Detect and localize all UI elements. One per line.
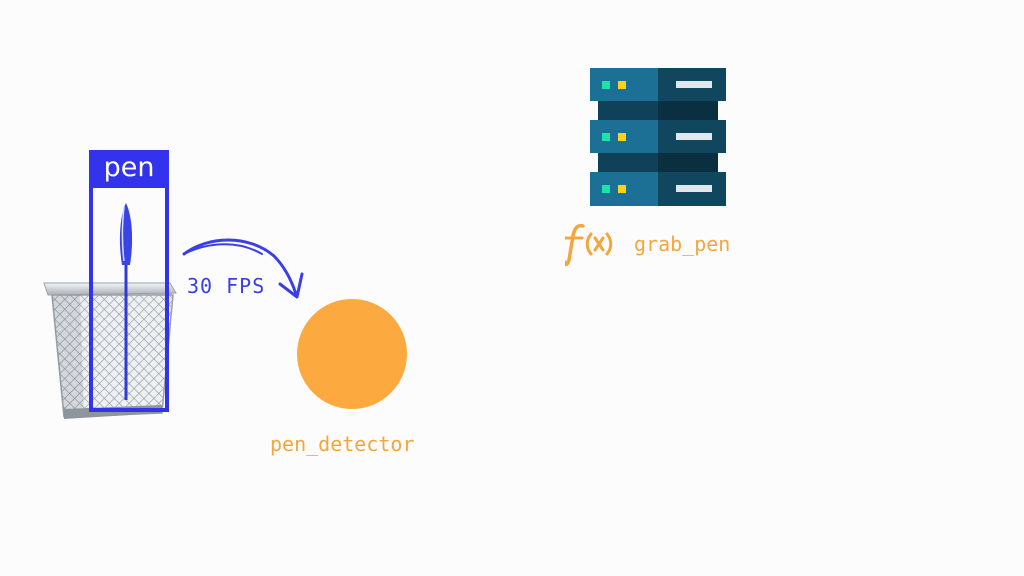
- frame-rate-label: 30 FPS: [187, 274, 266, 298]
- function-fx-icon: [565, 223, 613, 267]
- pen-holder-basket-icon: [43, 203, 177, 419]
- detection-bounding-box: [89, 150, 169, 412]
- function-label: grab_pen: [634, 232, 731, 256]
- pen-detector-node: [297, 299, 407, 409]
- detection-label: pen: [89, 150, 169, 188]
- curved-arrow-icon: [182, 238, 304, 299]
- server-rack-icon: [590, 68, 726, 206]
- pen-detector-label: pen_detector: [270, 432, 415, 456]
